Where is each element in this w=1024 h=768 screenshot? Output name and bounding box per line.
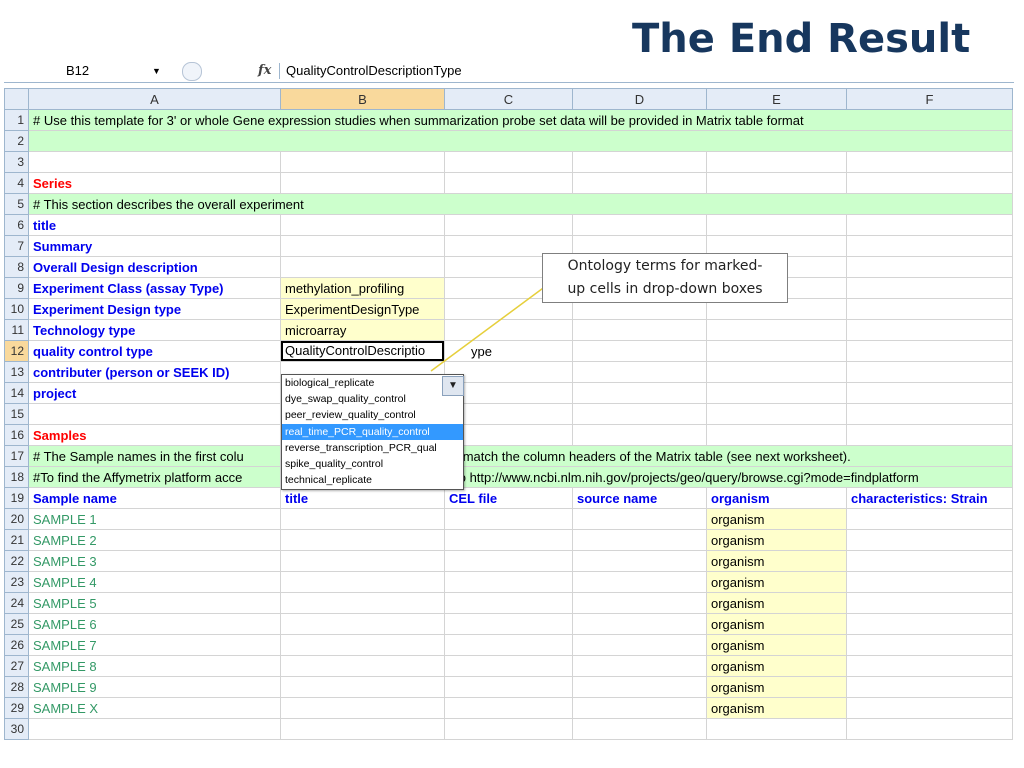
row-header[interactable]: 7: [4, 235, 29, 257]
chevron-down-icon: ▼: [448, 380, 458, 391]
row-header[interactable]: 3: [4, 151, 29, 173]
sample-name-cell[interactable]: SAMPLE 4: [28, 571, 281, 593]
header-characteristics-strain[interactable]: characteristics: Strain: [846, 487, 1013, 509]
callout-line-2: up cells in drop-down boxes: [567, 281, 763, 297]
samples-comment-overflow[interactable]: st match the column headers of the Matri…: [444, 445, 1013, 467]
row-header[interactable]: 6: [4, 214, 29, 236]
organism-cell[interactable]: organism: [706, 655, 847, 677]
organism-cell[interactable]: organism: [706, 676, 847, 698]
row-header[interactable]: 27: [4, 655, 29, 677]
row-header[interactable]: 17: [4, 445, 29, 467]
callout-line-1: Ontology terms for marked-: [567, 258, 763, 274]
column-header-a[interactable]: A: [28, 88, 281, 110]
dropdown-item[interactable]: biological_replicate: [285, 377, 375, 389]
template-comment-cell[interactable]: # Use this template for 3' or whole Gene…: [28, 109, 1013, 131]
header-sample-name[interactable]: Sample name: [28, 487, 281, 509]
sample-name-cell[interactable]: SAMPLE 8: [28, 655, 281, 677]
row-header-selected[interactable]: 12: [4, 340, 29, 362]
label-technology-type-cell[interactable]: Technology type: [28, 319, 281, 341]
row-header[interactable]: 30: [4, 718, 29, 740]
column-header-d[interactable]: D: [572, 88, 707, 110]
name-box[interactable]: B12 ▼: [4, 60, 182, 82]
selected-cell-b12[interactable]: QualityControlDescriptio: [280, 340, 445, 362]
slide-title: The End Result: [632, 16, 971, 62]
platform-comment-cell[interactable]: #To find the Affymetrix platform acce: [28, 466, 281, 488]
formula-bar: B12 ▼ fx QualityControlDescriptionType: [4, 60, 1014, 83]
cell-overflow-text[interactable]: ype: [444, 340, 573, 362]
row-header[interactable]: 23: [4, 571, 29, 593]
organism-cell[interactable]: organism: [706, 550, 847, 572]
dropdown-item[interactable]: peer_review_quality_control: [285, 409, 416, 422]
ontology-cell[interactable]: ExperimentDesignType: [280, 298, 445, 320]
formula-bar-divider: [279, 63, 280, 79]
dropdown-item[interactable]: technical_replicate: [285, 474, 372, 487]
cell[interactable]: [846, 718, 1013, 740]
select-all-corner[interactable]: [4, 88, 29, 110]
label-contributer-cell[interactable]: contributer (person or SEEK ID): [28, 361, 281, 383]
callout-pointer: [430, 279, 555, 372]
sample-name-cell[interactable]: SAMPLE X: [28, 697, 281, 719]
row-header[interactable]: 21: [4, 529, 29, 551]
organism-cell[interactable]: organism: [706, 508, 847, 530]
row-header[interactable]: 13: [4, 361, 29, 383]
organism-cell[interactable]: organism: [706, 634, 847, 656]
row-header[interactable]: 2: [4, 130, 29, 152]
dropdown-item[interactable]: spike_quality_control: [285, 457, 384, 470]
spreadsheet-grid: A B C D E F 1 # Use this template for 3'…: [4, 88, 1013, 740]
column-header-c[interactable]: C: [444, 88, 573, 110]
cell[interactable]: [28, 130, 1013, 152]
name-box-value: B12: [66, 63, 90, 78]
sample-name-cell[interactable]: SAMPLE 3: [28, 550, 281, 572]
dropdown-list: biological_replicate dye_swap_quality_co…: [281, 374, 464, 490]
organism-cell[interactable]: organism: [706, 697, 847, 719]
chevron-down-icon[interactable]: ▼: [152, 66, 161, 76]
dropdown-item[interactable]: reverse_transcription_PCR_qual: [285, 441, 437, 454]
dropdown-item-highlighted[interactable]: real_time_PCR_quality_control: [282, 423, 463, 440]
row-header[interactable]: 25: [4, 613, 29, 635]
organism-cell[interactable]: organism: [706, 592, 847, 614]
row-header[interactable]: 22: [4, 550, 29, 572]
organism-cell[interactable]: organism: [706, 613, 847, 635]
row-header[interactable]: 11: [4, 319, 29, 341]
dropdown-item[interactable]: dye_swap_quality_control: [285, 393, 406, 406]
dropdown-arrow-button[interactable]: ▼: [442, 376, 464, 396]
row-header[interactable]: 19: [4, 487, 29, 509]
formula-input[interactable]: QualityControlDescriptionType: [286, 63, 462, 78]
section-comment-cell[interactable]: # This section describes the overall exp…: [28, 193, 1013, 215]
row-header[interactable]: 18: [4, 466, 29, 488]
formula-bar-handle-icon[interactable]: [182, 62, 202, 81]
row-header[interactable]: 20: [4, 508, 29, 530]
label-summary-cell[interactable]: Summary: [28, 235, 281, 257]
row-header[interactable]: 24: [4, 592, 29, 614]
ontology-cell[interactable]: methylation_profiling: [280, 277, 445, 299]
column-header-b[interactable]: B: [280, 88, 445, 110]
header-source-name[interactable]: source name: [572, 487, 707, 509]
selected-cell-value: QualityControlDescriptio: [281, 341, 444, 361]
fx-icon[interactable]: fx: [258, 63, 272, 78]
callout-box: Ontology terms for marked- up cells in d…: [542, 253, 788, 303]
